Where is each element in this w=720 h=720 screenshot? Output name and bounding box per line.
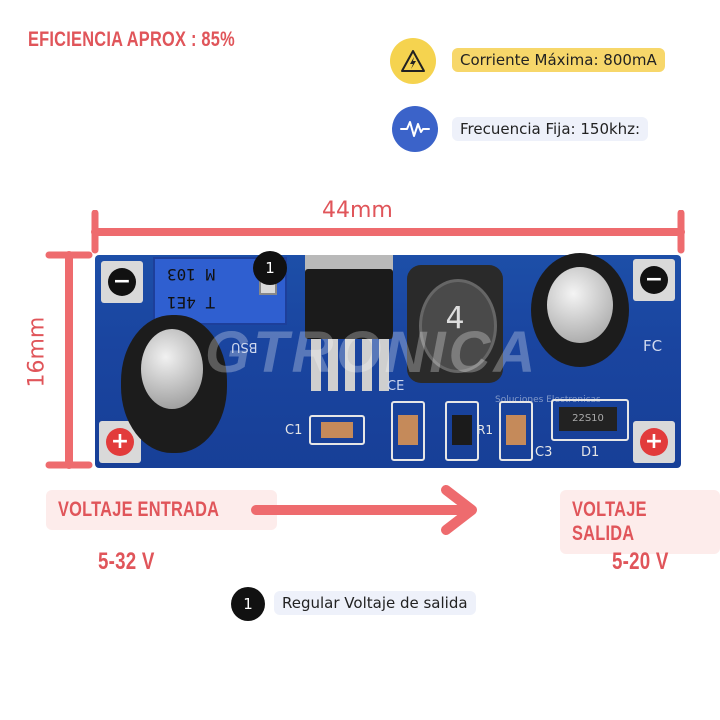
- adjust-marker: 1: [253, 251, 287, 285]
- waveform-icon: [392, 106, 438, 152]
- bsu-label: BSU: [231, 339, 258, 354]
- high-voltage-icon: [390, 38, 436, 84]
- max-current-label: Corriente Máxima: 800mA: [452, 48, 665, 72]
- output-voltage-label: VOLTAJE SALIDA: [572, 498, 647, 545]
- c3-footprint: [499, 401, 533, 461]
- positive-output-pad: +: [633, 421, 675, 463]
- input-voltage-label: VOLTAJE ENTRADA: [58, 498, 220, 521]
- input-voltage-range: 5-32 V: [98, 548, 155, 575]
- d1-label: D1: [581, 445, 600, 460]
- regulator-ic: [305, 255, 393, 395]
- r1-footprint: [445, 401, 479, 461]
- pot-text-top: M 103: [167, 265, 216, 284]
- inductor-marking: 4: [445, 301, 465, 336]
- output-voltage-range: 5-20 V: [612, 548, 669, 575]
- minus-icon: −: [108, 268, 136, 296]
- legend-marker: 1: [231, 587, 265, 621]
- output-capacitor: [531, 253, 629, 367]
- c3-label: C3: [535, 445, 553, 460]
- c2-footprint: [391, 401, 425, 461]
- efficiency-label: EFICIENCIA APROX : 85%: [28, 28, 235, 51]
- flow-arrow-icon: [251, 485, 477, 535]
- watermark: GTRONICA: [205, 320, 539, 385]
- width-dimension-label: 44mm: [322, 198, 393, 223]
- diode-marking: 22S10: [559, 407, 617, 431]
- input-label-box: VOLTAJE ENTRADA: [46, 490, 277, 530]
- height-dimension-line: [45, 251, 93, 469]
- negative-input-pad: −: [101, 261, 143, 303]
- output-label-box: VOLTAJE SALIDA: [560, 490, 720, 554]
- r1-label: R1: [477, 423, 493, 437]
- negative-output-pad: −: [633, 259, 675, 301]
- width-dimension-line: [91, 210, 685, 254]
- input-capacitor: [121, 315, 227, 453]
- frequency-label: Frecuencia Fija: 150khz:: [452, 117, 649, 141]
- plus-icon: +: [640, 428, 668, 456]
- minus-icon: −: [640, 266, 668, 294]
- fc-label: FC: [643, 337, 663, 355]
- height-dimension-label: 16mm: [24, 316, 50, 388]
- watermark-subtitle: Soluciones Electronicas: [495, 395, 601, 405]
- plus-icon: +: [106, 428, 134, 456]
- pot-text-bottom: T 4E1: [167, 293, 216, 312]
- c1-label: C1: [285, 423, 303, 438]
- ce-label: CE: [387, 379, 405, 394]
- legend-text: Regular Voltaje de salida: [274, 591, 476, 615]
- inductor: 4: [407, 265, 503, 383]
- c1-footprint: [309, 415, 365, 445]
- pcb-board: − − + + M 103 T 4E1 1 4 FC GTRONICA Solu…: [95, 251, 681, 468]
- d1-footprint: 22S10: [551, 399, 629, 441]
